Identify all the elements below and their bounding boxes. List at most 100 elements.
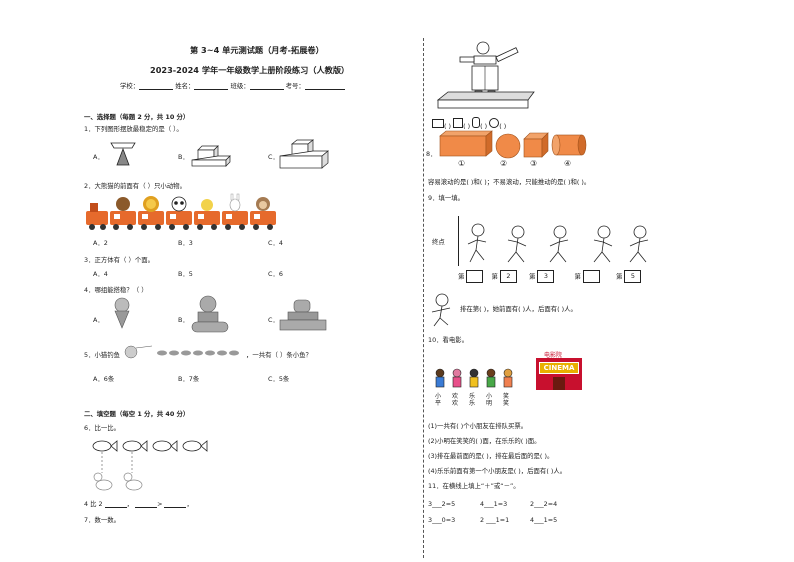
count-cuboid-blank[interactable]: ( ) <box>444 122 452 130</box>
q2-option-a[interactable]: A．2 <box>93 239 108 247</box>
q11-text: 11．在横线上填上“＋”或“－”。 <box>428 482 520 490</box>
finish-label: 终点 <box>432 238 445 246</box>
class-field[interactable] <box>249 82 284 90</box>
q5-option-b[interactable]: B．7条 <box>178 375 200 383</box>
name-field-label: 姓名： <box>175 82 195 90</box>
q5-text-a: 5．小猫钓鱼 <box>84 351 121 359</box>
queue-kids-image <box>435 368 513 388</box>
q11-eq-6[interactable]: 4___1=5 <box>530 516 558 524</box>
q7-text: 7．数一数。 <box>84 516 121 524</box>
ordinal-row: 第 第 2 第 3 第 第 5 <box>458 270 642 283</box>
q6-compare-line: 4 比 2 ， > ， <box>84 500 193 508</box>
q8-roll-text: 容易滚动的是( )和( )；不易滚动，只能推动的是( )和( )。 <box>428 178 591 186</box>
exam-number-field[interactable] <box>304 82 345 90</box>
count-sphere-blank[interactable]: ( ) <box>499 122 507 130</box>
ordinal-box-5: 5 <box>624 270 642 283</box>
q6-compare-text: 4 比 2 <box>84 500 103 508</box>
kid-name-1: 小 平 <box>435 393 442 407</box>
q5-text-b: ，一共有（ ）条小鱼？ <box>246 351 312 359</box>
exam-number-field-label: 考号： <box>285 82 305 90</box>
q4-option-a[interactable]: A． <box>93 316 104 324</box>
q2-option-c[interactable]: C．4 <box>268 239 283 247</box>
girl-runner-image <box>431 293 451 327</box>
q6-comma: ， <box>126 500 134 508</box>
shape-number-4: ④ <box>564 159 572 168</box>
q2-text: 2．大熊猫的前面有（ ）只小动物。 <box>84 182 186 190</box>
q6-blank-3[interactable] <box>164 500 187 508</box>
q3-text: 3．正方体有（ ）个面。 <box>84 256 155 264</box>
ordinal-prefix-4: 第 <box>574 272 581 281</box>
column-divider <box>423 38 424 558</box>
q4-option-b[interactable]: B． <box>178 316 189 324</box>
q2-option-b[interactable]: B．3 <box>178 239 193 247</box>
q10-text: 10．看电影。 <box>428 336 469 344</box>
q1-figure-b <box>191 145 231 167</box>
q5-option-c[interactable]: C．5条 <box>268 375 290 383</box>
page-title: 第 3~4 单元测试题（月考-拓展卷） <box>190 45 324 55</box>
q4-option-c[interactable]: C． <box>268 316 279 324</box>
q1-option-b[interactable]: B． <box>178 153 189 161</box>
q6-gt-sign: > <box>157 500 163 508</box>
class-field-label: 班级： <box>230 82 250 90</box>
ordinal-box-4[interactable] <box>582 270 600 283</box>
q4-figure-c <box>279 299 327 331</box>
q10-line-2: (2)小明在笑笑的( )面，在乐乐的( )面。 <box>428 437 541 445</box>
school-field-label: 学校： <box>120 82 140 90</box>
cinema-sign: CINEMA <box>539 362 579 374</box>
q11-eq-4[interactable]: 3___0=3 <box>428 516 456 524</box>
shape-number-1: ① <box>458 159 466 168</box>
shape-number-2: ② <box>500 159 508 168</box>
q6-comma-2: ， <box>186 500 193 508</box>
finish-line <box>458 216 459 266</box>
student-info-fields: 学校： 姓名： 班级： 考号： <box>120 82 345 90</box>
q4-figure-b <box>191 295 229 333</box>
ordinal-prefix-5: 第 <box>615 272 623 281</box>
q5-option-a[interactable]: A．6条 <box>93 375 115 383</box>
q8-solid-shapes <box>439 130 587 159</box>
ordinal-prefix-3: 第 <box>528 272 536 281</box>
q11-eq-2[interactable]: 4___1=3 <box>480 500 508 508</box>
count-shapes-row: ( ) ( ) ( ) ( ) <box>432 117 506 130</box>
q1-option-a[interactable]: A． <box>93 153 104 161</box>
q11-eq-5[interactable]: 2 ___1=1 <box>480 516 510 524</box>
q10-line-1: (1)一共有( )个小朋友在排队买票。 <box>428 422 528 430</box>
q3-option-c[interactable]: C．6 <box>268 270 283 278</box>
fish-and-duck-image <box>92 440 208 491</box>
q3-option-b[interactable]: B．5 <box>178 270 193 278</box>
count-cylinder-blank[interactable]: ( ) <box>480 122 488 130</box>
q11-eq-3[interactable]: 2___2=4 <box>530 500 558 508</box>
ordinal-box-1[interactable] <box>466 270 484 283</box>
name-field[interactable] <box>194 82 229 90</box>
kid-name-3: 乐 乐 <box>469 393 476 407</box>
q6-blank-2[interactable] <box>135 500 158 508</box>
robot-blocks-image <box>436 41 535 109</box>
q6-text: 6．比一比。 <box>84 424 121 432</box>
q9-text: 9．填一填。 <box>428 194 465 202</box>
q1-text: 1．下列图形摆放最稳定的是（ ）。 <box>84 125 183 133</box>
q1-figure-a <box>110 142 136 166</box>
section1-heading: 一、选择题（每题 2 分，共 10 分） <box>84 113 190 121</box>
running-kids-image <box>467 223 649 263</box>
q1-option-c[interactable]: C． <box>268 153 279 161</box>
cat-fishing-image <box>124 345 239 359</box>
q3-option-a[interactable]: A．4 <box>93 270 108 278</box>
q11-eq-1[interactable]: 3___2=5 <box>428 500 456 508</box>
school-field[interactable] <box>139 82 174 90</box>
ordinal-prefix-1: 第 <box>458 272 465 281</box>
cinema-top-label: 电影院 <box>544 352 563 359</box>
q1-figure-c <box>279 139 329 169</box>
ordinal-prefix-2: 第 <box>491 272 498 281</box>
q10-line-3: (3)排在最前面的是( )，排在最后面的是( )。 <box>428 452 554 460</box>
q10-line-4: (4)乐乐前面有第一个小朋友是( )，后面有( )人。 <box>428 467 567 475</box>
ordinal-box-3: 3 <box>537 270 555 283</box>
shape-number-3: ③ <box>530 159 538 168</box>
page-subtitle: 2023-2024 学年一年级数学上册阶段练习（人教版） <box>150 65 350 75</box>
q6-blank-1[interactable] <box>104 500 127 508</box>
kid-name-4: 小 明 <box>486 393 493 407</box>
ordinal-box-2: 2 <box>499 270 517 283</box>
q4-text: 4．哪组能搭稳？（ ） <box>84 286 148 294</box>
q9-position-text: 排在第( )，她前面有( )人，后面有( )人。 <box>460 305 577 313</box>
count-cube-blank[interactable]: ( ) <box>463 122 471 130</box>
cinema-building: 电影院 CINEMA <box>536 350 582 390</box>
section2-heading: 二、填空题（每空 1 分，共 40 分） <box>84 410 190 418</box>
